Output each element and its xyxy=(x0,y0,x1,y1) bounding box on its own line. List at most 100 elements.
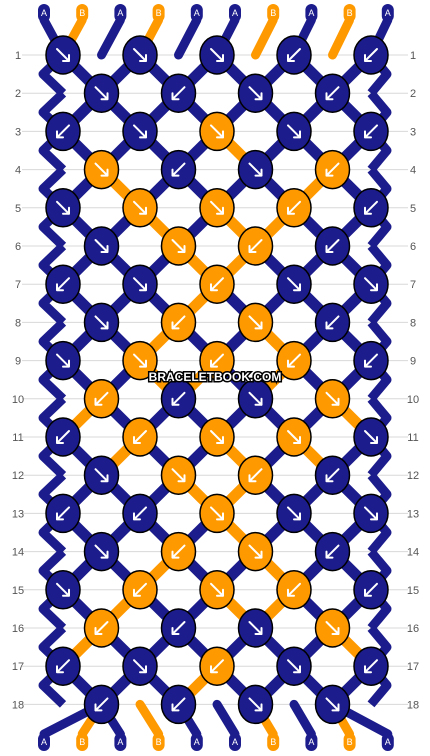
arrow-down-right-icon xyxy=(248,544,263,559)
strand-label-top-pill xyxy=(343,4,356,22)
knot xyxy=(160,684,197,725)
knot xyxy=(314,608,351,648)
arrow-down-right-icon xyxy=(287,430,301,444)
knot xyxy=(199,340,235,381)
arrow-down-left-icon xyxy=(171,697,186,712)
row-number-left: 14 xyxy=(12,547,24,559)
knot xyxy=(83,149,120,190)
knot xyxy=(122,493,158,534)
knot xyxy=(353,111,389,152)
strand-label-top: A xyxy=(232,8,238,18)
row-number-left: 8 xyxy=(15,317,21,329)
arrow-down-right-icon xyxy=(56,48,70,62)
arrow-down-left-icon xyxy=(171,162,186,177)
arrow-down-left-icon xyxy=(56,506,70,521)
knot xyxy=(276,646,312,686)
knot xyxy=(353,340,389,381)
row-number-left: 4 xyxy=(15,165,21,177)
knot xyxy=(83,302,120,343)
strand-label-top-pill xyxy=(76,4,89,22)
knot xyxy=(237,73,274,113)
arrow-down-right-icon xyxy=(210,48,224,62)
row-number-left: 5 xyxy=(15,203,21,215)
arrow-down-right-icon xyxy=(56,353,70,368)
knot xyxy=(237,531,274,572)
knot xyxy=(353,35,389,75)
arrow-down-left-icon xyxy=(171,391,186,406)
knot xyxy=(353,417,389,457)
knot xyxy=(314,226,351,266)
knot xyxy=(353,493,389,534)
knot xyxy=(199,493,235,534)
row-number-right: 5 xyxy=(410,203,416,215)
knot xyxy=(160,379,197,419)
arrow-down-left-icon xyxy=(325,239,340,253)
arrow-down-left-icon xyxy=(56,430,70,444)
arrow-down-left-icon xyxy=(210,353,224,368)
knot xyxy=(45,340,81,381)
arrow-down-left-icon xyxy=(56,124,70,139)
knot xyxy=(83,226,120,266)
arrow-down-left-icon xyxy=(248,239,263,253)
strand-label-top: B xyxy=(270,8,276,18)
strand-tail-top xyxy=(251,15,278,60)
knot xyxy=(122,646,158,686)
strand-label-bottom: A xyxy=(308,737,314,747)
knots xyxy=(45,35,389,725)
row-number-right: 1 xyxy=(410,50,416,62)
arrow-down-right-icon xyxy=(133,200,147,215)
knot xyxy=(45,188,81,228)
knot xyxy=(314,302,351,343)
watermark: BRACELETBOOK.COM xyxy=(149,370,282,384)
knot xyxy=(160,149,197,190)
knot xyxy=(83,379,120,419)
knot xyxy=(314,379,351,419)
strand-label-bottom: A xyxy=(232,737,238,747)
strand-label-top-pill xyxy=(152,4,165,22)
strand-label-bottom-pill xyxy=(38,733,50,751)
knot xyxy=(353,646,389,686)
arrow-down-left-icon xyxy=(364,582,378,597)
strand-label-top: A xyxy=(41,8,47,18)
arrow-down-right-icon xyxy=(56,582,70,597)
arrow-down-left-icon xyxy=(94,697,109,712)
strand-label-top-pill xyxy=(38,4,50,22)
strand-label-top: A xyxy=(385,8,391,18)
knot xyxy=(45,570,81,610)
strand-label-bottom: A xyxy=(385,737,391,747)
arrow-down-right-icon xyxy=(94,239,109,253)
row-number-right: 12 xyxy=(407,470,419,482)
strand-label-top: A xyxy=(194,8,200,18)
arrow-down-right-icon xyxy=(133,353,147,368)
arrow-down-right-icon xyxy=(94,86,109,101)
knot xyxy=(237,455,274,495)
strand-label-bottom-pill xyxy=(267,733,280,751)
row-number-right: 8 xyxy=(410,317,416,329)
arrow-down-left-icon xyxy=(287,48,301,62)
arrow-down-right-icon xyxy=(248,697,263,712)
strand-label-top: B xyxy=(79,8,85,18)
knot xyxy=(353,188,389,228)
knot xyxy=(237,226,274,266)
row-number-left: 10 xyxy=(12,394,24,406)
arrow-down-right-icon xyxy=(133,277,147,292)
arrow-down-right-icon xyxy=(248,621,263,635)
row-number-left: 6 xyxy=(15,241,21,253)
arrow-down-left-icon xyxy=(133,506,147,521)
row-number-right: 3 xyxy=(410,126,416,138)
strand-label-bottom: A xyxy=(117,737,123,747)
arrow-down-right-icon xyxy=(94,544,109,559)
arrow-down-right-icon xyxy=(133,124,147,139)
knot xyxy=(276,340,312,381)
knot xyxy=(199,111,235,152)
knot xyxy=(122,264,158,304)
arrow-down-left-icon xyxy=(56,659,70,674)
arrow-down-right-icon xyxy=(171,239,186,253)
row-number-left: 7 xyxy=(15,279,21,291)
knot xyxy=(276,188,312,228)
arrow-down-right-icon xyxy=(94,162,109,177)
row-number-right: 7 xyxy=(410,279,416,291)
knot xyxy=(276,493,312,534)
strand-label-bottom-pill xyxy=(190,733,203,751)
